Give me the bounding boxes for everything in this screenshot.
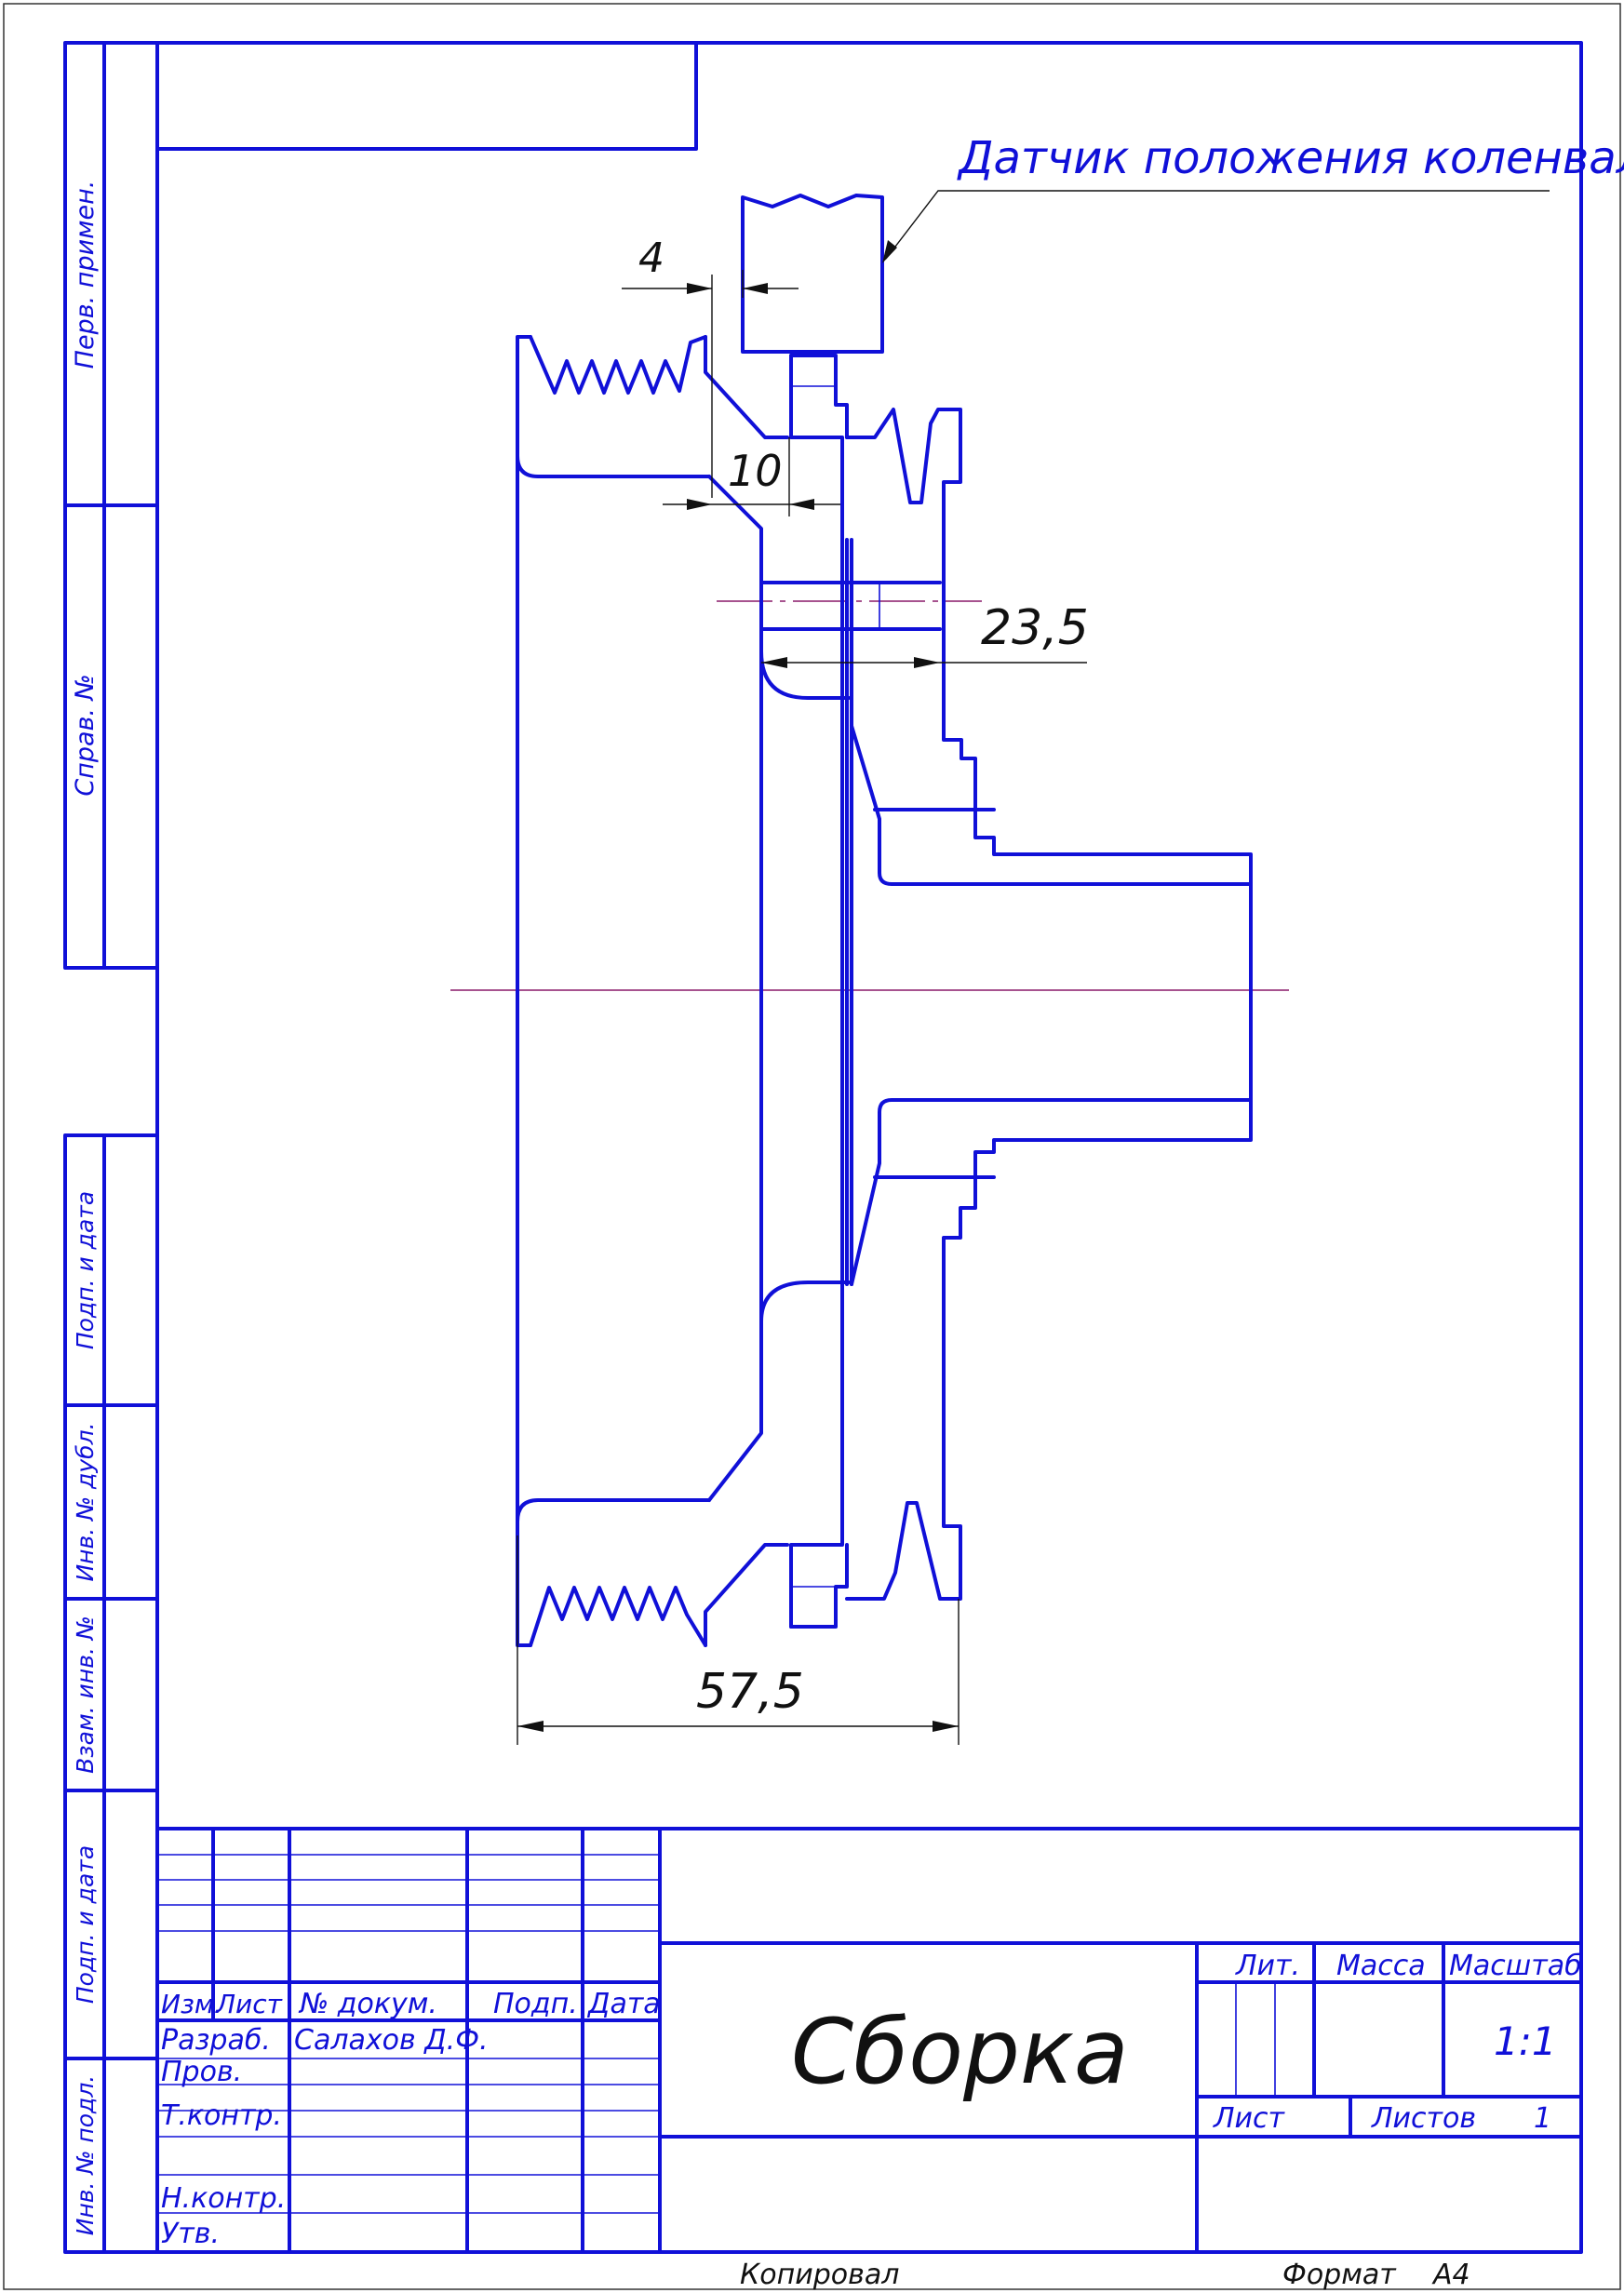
scale-value: 1:1 — [1494, 2018, 1557, 2064]
row-tkontr: Т.контр. — [161, 2099, 282, 2132]
header-masshtab: Масштаб — [1449, 1950, 1582, 1982]
col-data: Дата — [586, 1988, 661, 2020]
dim-4 — [622, 270, 799, 498]
label-sheet: Лист — [1213, 2102, 1286, 2135]
side-label-podp-data-1: Подп. и дата — [72, 1191, 99, 1349]
footer-kopiroval: Копировал — [740, 2259, 899, 2291]
drawing-title: Сборка — [791, 2000, 1129, 2104]
dim-57-5-label: 57,5 — [696, 1664, 804, 1720]
col-dokum: № докум. — [298, 1988, 437, 2020]
drawing-frame — [155, 41, 1583, 2254]
dim-57-5 — [517, 1535, 960, 1745]
dim-4-label: 4 — [638, 235, 664, 282]
side-label-perv-primen: Перв. примен. — [71, 181, 100, 369]
col-list: Лист — [215, 1989, 283, 2019]
header-massa: Масса — [1336, 1950, 1426, 1982]
row-utv: Утв. — [161, 2218, 220, 2250]
dim-10-label: 10 — [728, 446, 783, 496]
title-block — [155, 1827, 1583, 2254]
dim-23-5-label: 23,5 — [981, 600, 1089, 656]
top-left-stamp — [155, 41, 698, 151]
footer-format: Формат — [1282, 2259, 1397, 2291]
side-label-inv-podl: Инв. № подл. — [72, 2075, 99, 2235]
col-podp: Подп. — [493, 1988, 578, 2020]
sensor-label: Датчик положения коленвала — [957, 132, 1624, 184]
row-razrab: Разраб. — [161, 2024, 271, 2057]
side-stamp — [63, 41, 159, 2254]
pulley-body — [516, 335, 1253, 1647]
col-izm: Изм. — [161, 1989, 222, 2019]
dim-23-5 — [761, 657, 1087, 668]
side-label-inv-dubl: Инв. № дубл. — [72, 1422, 99, 1581]
sensor-leader — [882, 190, 1550, 263]
header-lit: Лит. — [1235, 1950, 1300, 1982]
crankshaft-position-sensor — [741, 194, 884, 354]
dim-10 — [663, 437, 840, 516]
sheets-count: 1 — [1534, 2102, 1551, 2135]
row-nkontr: Н.контр. — [161, 2182, 286, 2215]
footer-format-value: A4 — [1431, 2259, 1470, 2291]
row-prov: Пров. — [161, 2056, 242, 2088]
label-sheets: Листов — [1371, 2102, 1476, 2135]
side-label-podp-data-2: Подп. и дата — [72, 1845, 99, 2004]
side-label-vzam-inv: Взам. инв. № — [72, 1616, 99, 1774]
side-label-sprav-no: Справ. № — [71, 674, 100, 796]
sheet-trim — [3, 3, 1621, 2290]
razrab-name: Салахов Д.Ф. — [294, 2024, 489, 2057]
